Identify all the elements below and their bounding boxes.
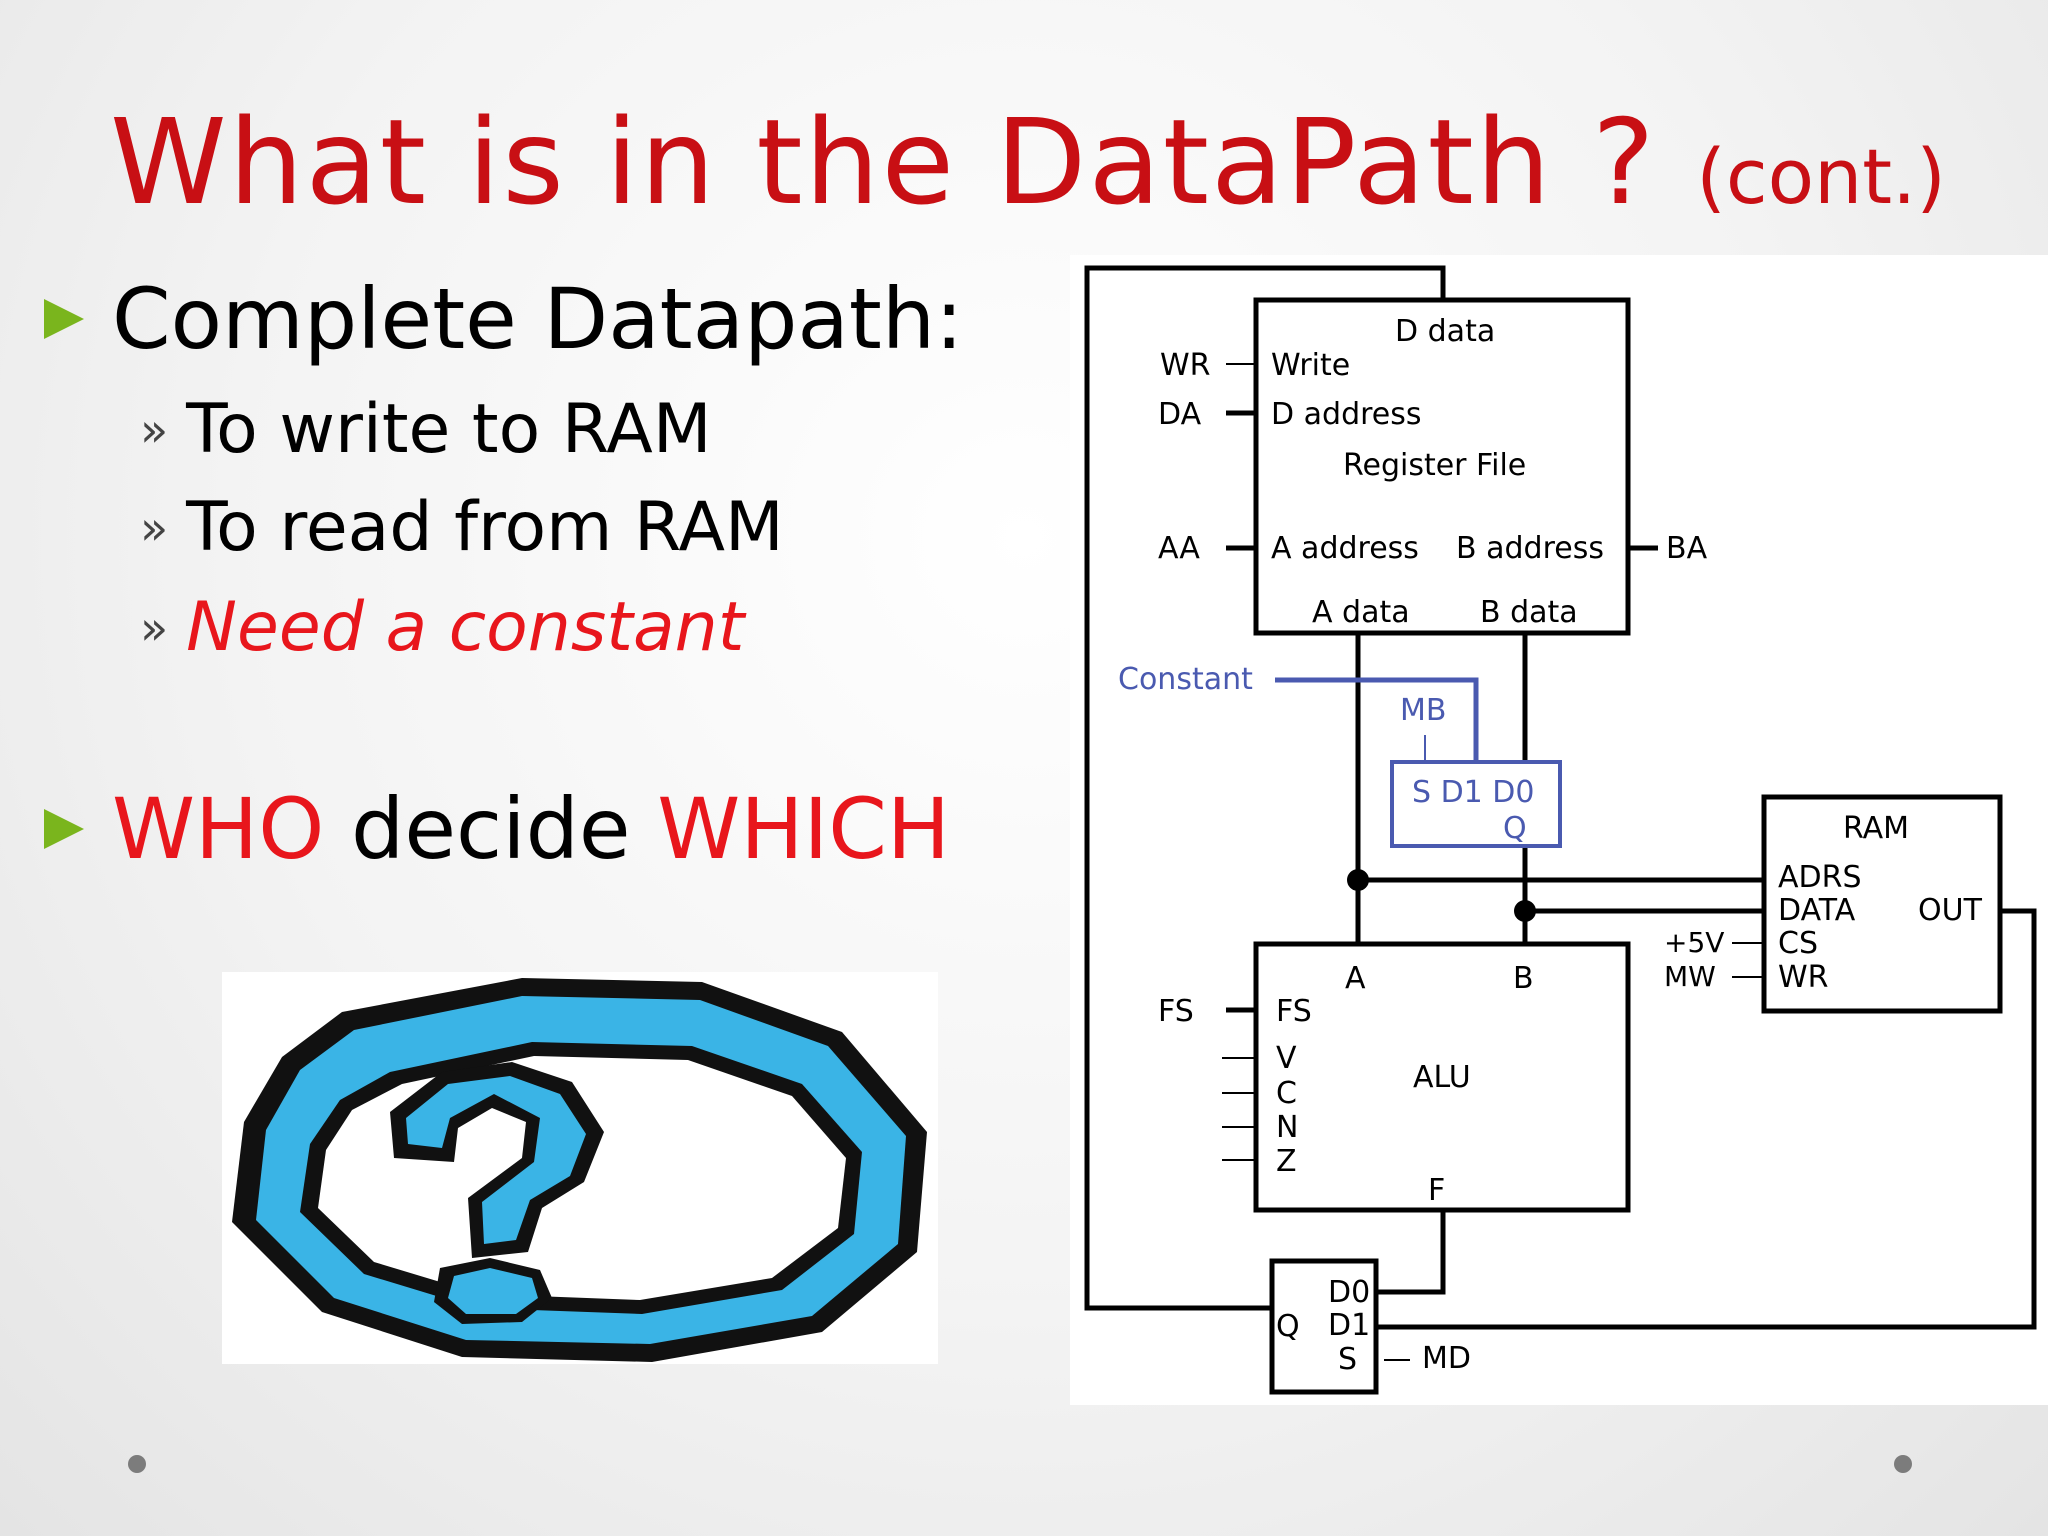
label-ram-wr: WR: [1778, 960, 1829, 995]
label-md: MD: [1422, 1341, 1471, 1376]
title-main: What is in the DataPath ?: [110, 93, 1657, 231]
question-mark-icon: [232, 978, 927, 1362]
label-mux-d0: D0: [1328, 1275, 1370, 1310]
slide-dot-right: [1894, 1455, 1912, 1473]
word-which: WHICH: [657, 780, 951, 878]
control-labels: WR DA AA BA FS MD +5V MW: [1158, 348, 1724, 1376]
bullet-arrow-icon: [44, 299, 84, 339]
label-mux-b-inputs: S D1 D0: [1412, 775, 1535, 810]
label-mux-d1: D1: [1328, 1308, 1370, 1343]
label-mb: MB: [1400, 693, 1446, 728]
word-who: WHO: [112, 780, 325, 878]
label-data: DATA: [1778, 893, 1856, 928]
sub-bullet-write-ram: » To write to RAM: [140, 390, 712, 469]
label-alu-b: B: [1513, 961, 1534, 996]
label-alu-a: A: [1345, 961, 1366, 996]
label-mux-q: Q: [1276, 1309, 1300, 1344]
ram-labels: RAM ADRS DATA CS WR OUT: [1778, 811, 1983, 995]
sub-text: To read from RAM: [186, 488, 784, 567]
constant-mux: [1275, 677, 1562, 848]
label-ram: RAM: [1843, 811, 1909, 846]
register-file-box: [1253, 297, 1631, 636]
junction-dot: [1347, 869, 1369, 891]
datapath-schematic: D data Write D address Register File A a…: [1084, 265, 2037, 1395]
label-mux-b-q: Q: [1503, 811, 1527, 846]
bullet-who-decide-which: WHO decide WHICH: [44, 780, 950, 878]
question-mark-image: [222, 972, 938, 1364]
sub-bullet-read-ram: » To read from RAM: [140, 488, 784, 567]
slide-dot-left: [128, 1455, 146, 1473]
mux-d-box: [1269, 1258, 1379, 1395]
label-a-data: A data: [1312, 595, 1410, 630]
word-decide: decide: [351, 780, 631, 878]
label-alu: ALU: [1413, 1060, 1471, 1095]
label-write: Write: [1271, 348, 1350, 383]
label-f: F: [1428, 1173, 1445, 1208]
label-b-data: B data: [1480, 595, 1578, 630]
label-z: Z: [1276, 1144, 1297, 1179]
wires: [1084, 265, 2037, 1395]
label-c: C: [1276, 1076, 1297, 1111]
sub-text: To write to RAM: [186, 390, 712, 469]
register-file-labels: D data Write D address Register File A a…: [1271, 314, 1604, 630]
label-da: DA: [1158, 397, 1202, 432]
label-mux-s: S: [1338, 1342, 1357, 1377]
sub-marker: »: [140, 600, 169, 655]
mux-b-box: [1390, 760, 1562, 848]
junction-dot: [1514, 900, 1536, 922]
label-out: OUT: [1918, 893, 1983, 928]
label-alu-fs: FS: [1276, 994, 1312, 1029]
label-cs: CS: [1778, 926, 1818, 961]
label-fs: FS: [1158, 994, 1194, 1029]
bullet-complete-datapath: Complete Datapath:: [44, 270, 963, 368]
label-wr: WR: [1160, 348, 1211, 383]
ram-box: [1761, 794, 2003, 1014]
constant-labels: Constant MB S D1 D0 Q: [1118, 662, 1535, 846]
datapath-diagram: D data Write D address Register File A a…: [1070, 255, 2048, 1405]
label-register-file: Register File: [1343, 448, 1526, 483]
sub-marker: »: [140, 500, 169, 555]
sub-marker: »: [140, 402, 169, 457]
label-constant: Constant: [1118, 662, 1253, 697]
bullet-arrow-icon: [44, 809, 84, 849]
label-plus5v: +5V: [1664, 926, 1724, 959]
label-ba: BA: [1666, 531, 1708, 566]
label-a-address: A address: [1271, 531, 1419, 566]
label-b-address: B address: [1456, 531, 1604, 566]
label-v: V: [1276, 1041, 1297, 1076]
slide-title: What is in the DataPath ? (cont.): [110, 93, 1946, 231]
label-adrs: ADRS: [1778, 860, 1862, 895]
mux-d-labels: D0 D1 S Q: [1276, 1275, 1370, 1377]
sub-text: Need a constant: [186, 588, 745, 667]
label-mw: MW: [1664, 960, 1716, 993]
label-d-data: D data: [1395, 314, 1495, 349]
label-aa: AA: [1158, 531, 1200, 566]
title-suffix: (cont.): [1696, 132, 1946, 221]
sub-bullet-constant: » Need a constant: [140, 588, 744, 667]
alu-labels: A B FS V C N Z ALU F: [1276, 961, 1534, 1208]
label-d-address: D address: [1271, 397, 1422, 432]
label-n: N: [1276, 1110, 1298, 1145]
bullet-text: Complete Datapath:: [112, 270, 964, 368]
